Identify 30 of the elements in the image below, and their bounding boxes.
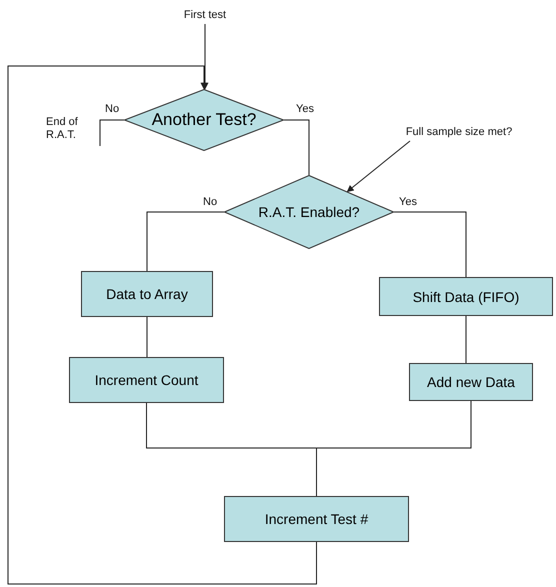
- process-box: [409, 363, 533, 401]
- box-label: Data to Array: [106, 286, 188, 302]
- arrow: [202, 24, 208, 90]
- edge-label: No: [104, 103, 120, 115]
- box-label: Shift Data (FIFO): [412, 288, 520, 304]
- edge-label: No: [202, 196, 218, 208]
- annotation-text: Full sample size met?: [392, 125, 526, 141]
- process-box: [379, 277, 553, 316]
- process-box: [81, 271, 213, 317]
- annotation-text: First test: [170, 8, 240, 24]
- box-label: Increment Test #: [264, 511, 368, 527]
- connector-line: [146, 212, 224, 272]
- diamond-label: R.A.T. Enabled?: [258, 204, 360, 220]
- box-label: Increment Count: [94, 372, 198, 388]
- decision-diamond: [124, 89, 284, 151]
- arrow: [346, 140, 410, 192]
- process-box: [224, 496, 409, 542]
- decision-diamond: [224, 175, 394, 249]
- connector-line: [284, 120, 310, 176]
- connector-line: [316, 400, 472, 496]
- connector-line: [100, 120, 124, 146]
- process-box: [69, 357, 224, 403]
- connector-line: [394, 212, 466, 278]
- arrow: [8, 66, 317, 584]
- edge-label: Yes: [398, 196, 418, 208]
- annotation-text: End of R.A.T.: [46, 112, 100, 146]
- diamond-label: Another Test?: [152, 110, 256, 130]
- connector-line: [146, 316, 148, 358]
- edge-label: Yes: [295, 103, 315, 115]
- box-label: Add new Data: [427, 374, 515, 390]
